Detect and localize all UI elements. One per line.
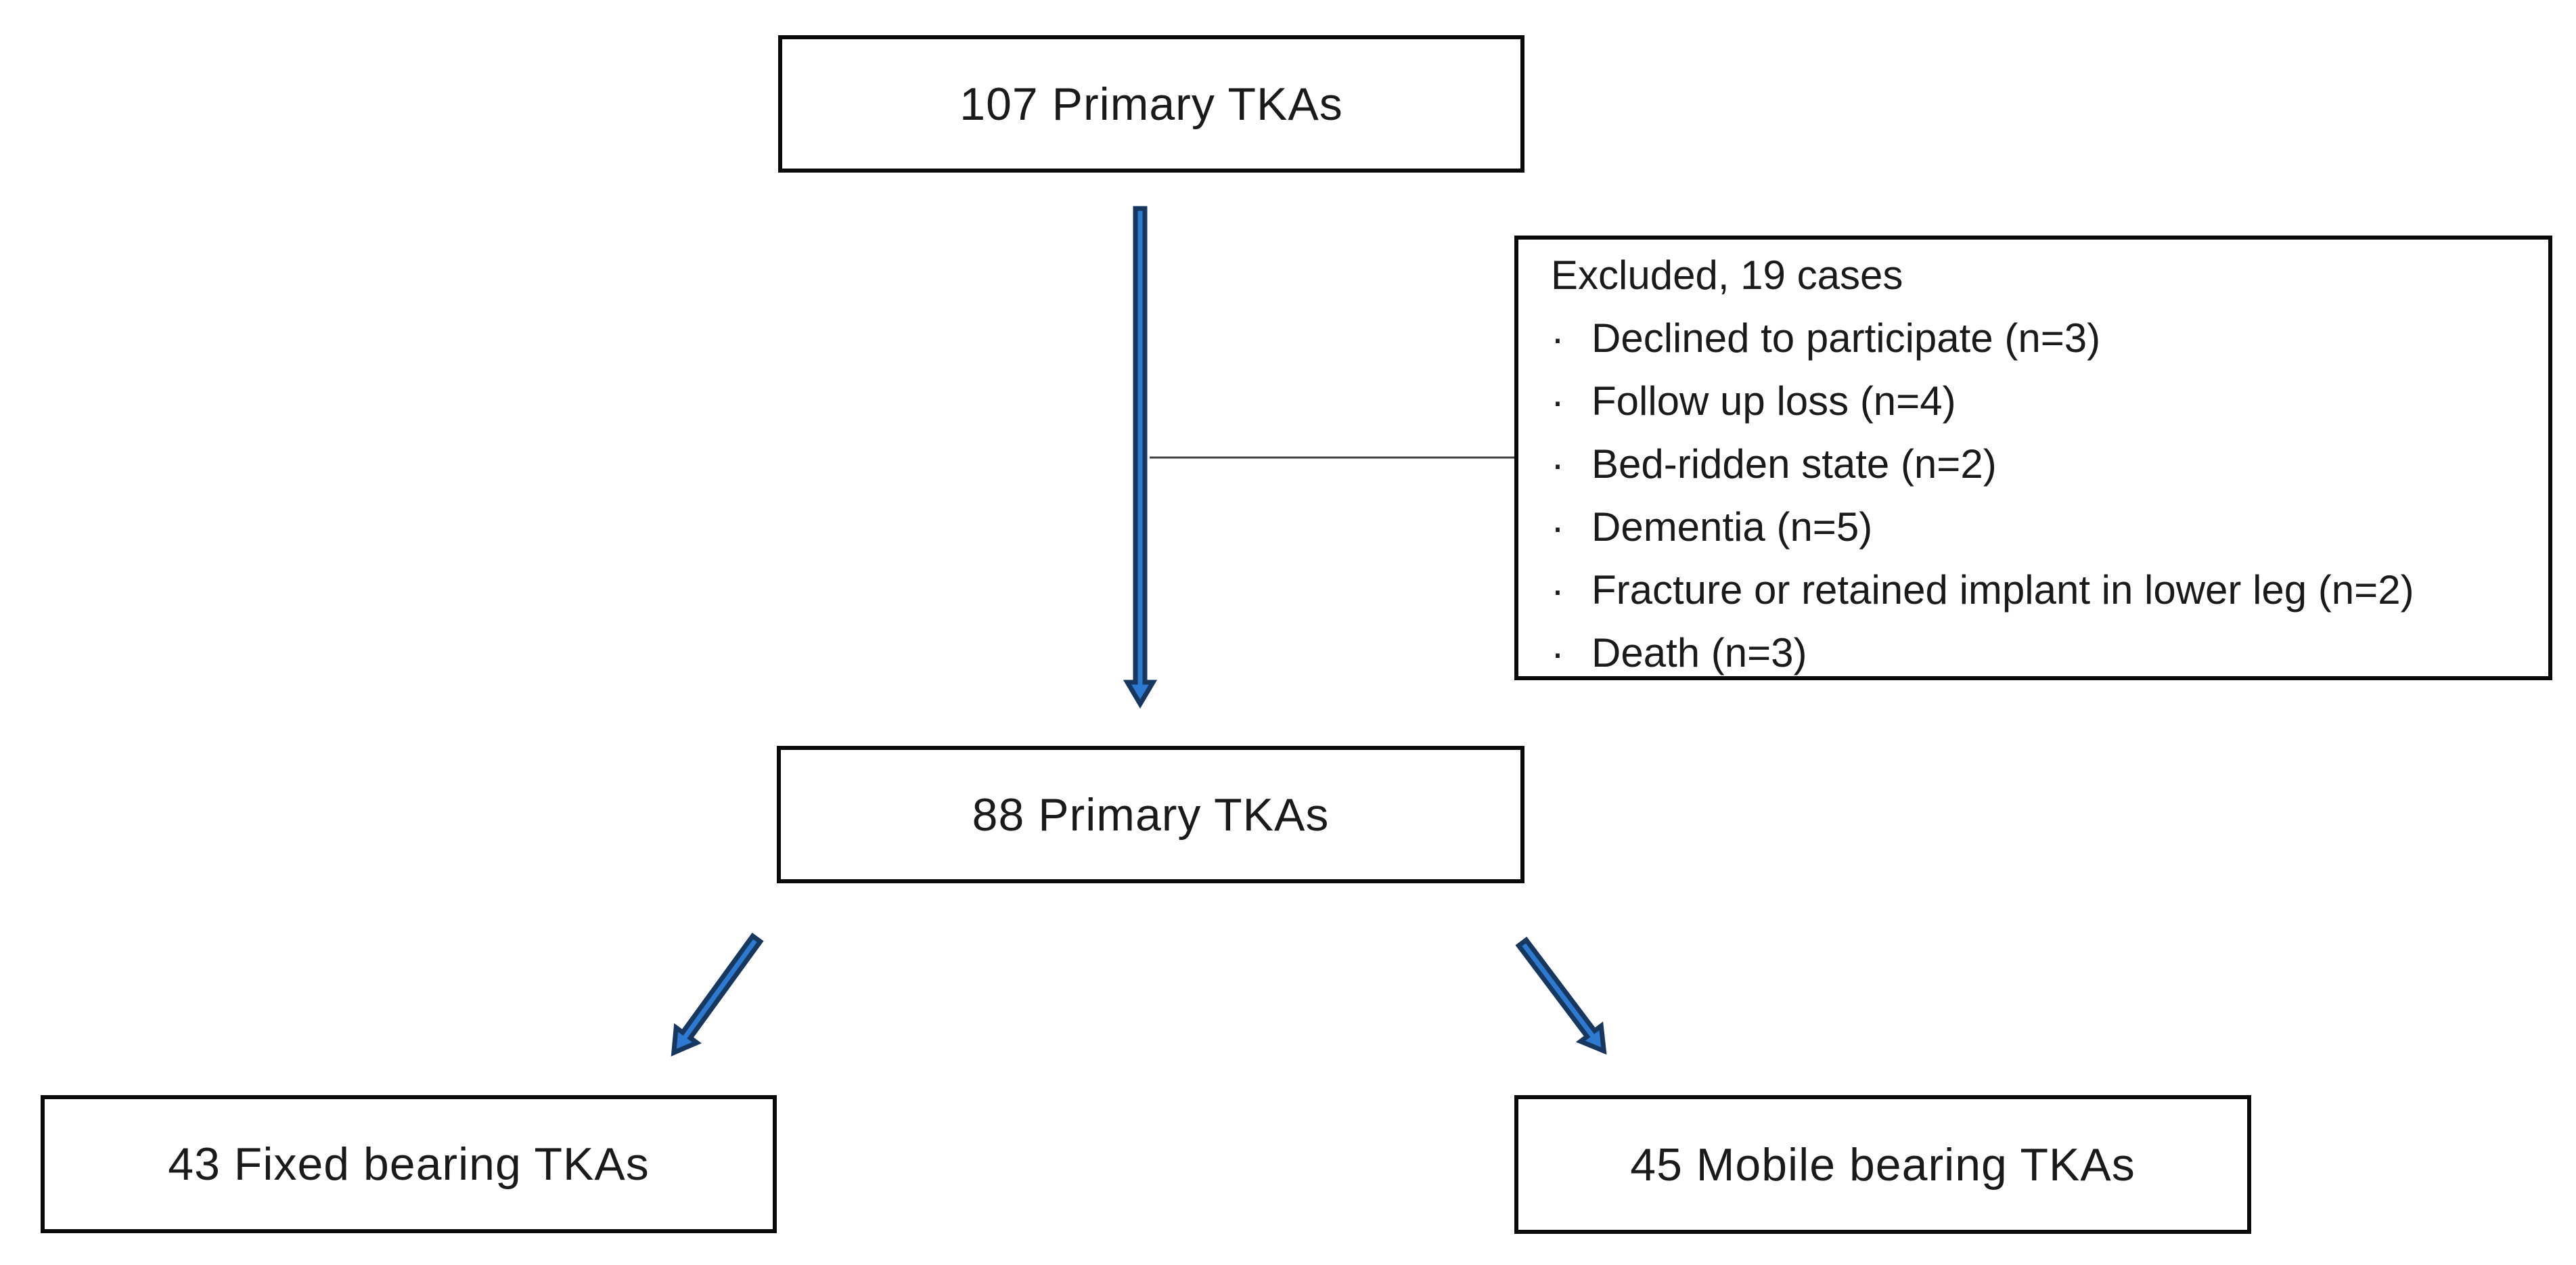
excluded-item: · Declined to participate (n=3) bbox=[1551, 307, 2535, 370]
excluded-item: · Bed-ridden state (n=2) bbox=[1551, 432, 2535, 495]
excluded-item: · Fracture or retained implant in lower … bbox=[1551, 558, 2535, 621]
down-arrow bbox=[1123, 206, 1158, 709]
right-branch-arrow bbox=[1515, 936, 1607, 1055]
excluded-item-label: Fracture or retained implant in lower le… bbox=[1591, 567, 2414, 613]
node-mobile-bearing: 45 Mobile bearing TKAs bbox=[1514, 1095, 2251, 1234]
excluded-item: · Death (n=3) bbox=[1551, 621, 2535, 684]
node-mobile-bearing-label: 45 Mobile bearing TKAs bbox=[1630, 1138, 2136, 1191]
excluded-item-label: Follow up loss (n=4) bbox=[1591, 378, 1956, 424]
bullet-dot: · bbox=[1551, 504, 1564, 550]
node-primary-included: 88 Primary TKAs bbox=[777, 746, 1524, 883]
left-branch-arrow bbox=[671, 932, 764, 1057]
node-primary-total: 107 Primary TKAs bbox=[778, 35, 1524, 173]
bullet-dot: · bbox=[1551, 315, 1564, 361]
node-primary-total-label: 107 Primary TKAs bbox=[959, 78, 1343, 130]
bullet-dot: · bbox=[1551, 441, 1564, 487]
excluded-item: · Dementia (n=5) bbox=[1551, 495, 2535, 558]
node-primary-included-label: 88 Primary TKAs bbox=[972, 789, 1330, 841]
node-fixed-bearing-label: 43 Fixed bearing TKAs bbox=[168, 1138, 650, 1190]
node-fixed-bearing: 43 Fixed bearing TKAs bbox=[41, 1095, 777, 1233]
excluded-item-label: Dementia (n=5) bbox=[1591, 504, 1873, 550]
excluded-item-label: Death (n=3) bbox=[1591, 630, 1807, 675]
bullet-dot: · bbox=[1551, 567, 1564, 613]
bullet-dot: · bbox=[1551, 378, 1564, 424]
excluded-item-label: Bed-ridden state (n=2) bbox=[1591, 441, 1997, 487]
excluded-item: · Follow up loss (n=4) bbox=[1551, 370, 2535, 432]
bullet-dot: · bbox=[1551, 630, 1564, 675]
excluded-title: Excluded, 19 cases bbox=[1551, 252, 1903, 298]
node-excluded: Excluded, 19 cases · Declined to partici… bbox=[1514, 236, 2552, 680]
excluded-item-label: Declined to participate (n=3) bbox=[1591, 315, 2101, 361]
